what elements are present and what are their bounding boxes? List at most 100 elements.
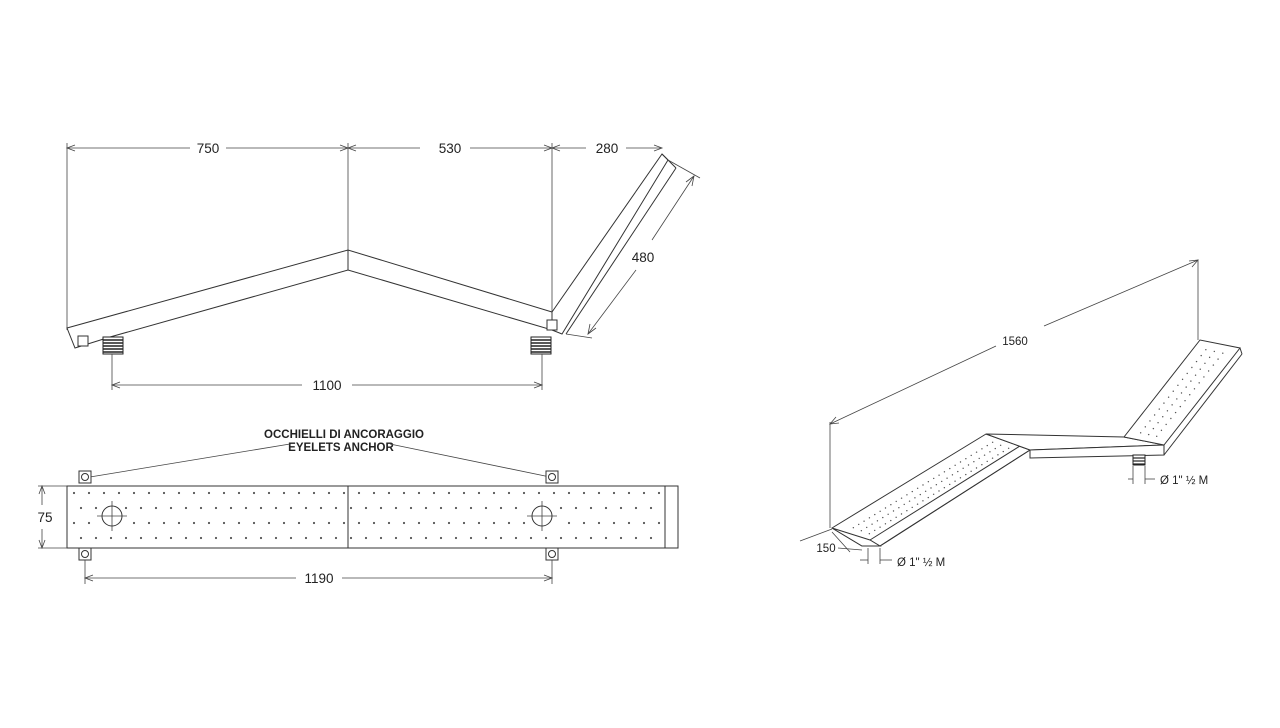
perforation-hole	[124, 506, 128, 510]
iso-perforation-dot	[852, 527, 855, 529]
perforation-hole	[627, 491, 631, 495]
perforation-hole	[649, 536, 653, 540]
iso-perforation-dot	[1172, 390, 1174, 392]
perforation-hole	[462, 521, 466, 525]
perforation-hole	[507, 491, 511, 495]
perforation-hole	[574, 506, 578, 510]
iso-perforation-dot	[895, 516, 897, 518]
perforation-hole	[402, 491, 406, 495]
perforation-hole	[222, 521, 226, 525]
iso-perforation-dot	[1194, 374, 1197, 376]
perforation-hole	[589, 536, 593, 540]
perforation-hole	[544, 536, 548, 540]
perforation-hole	[597, 521, 601, 525]
iso-perforation-dot	[1198, 382, 1200, 384]
leader-line-left	[89, 443, 291, 478]
iso-perforation-dot	[876, 520, 879, 522]
perforation-hole	[627, 521, 631, 525]
iso-perforation-dot	[871, 523, 873, 525]
dimension-530-label: 530	[439, 141, 462, 156]
iso-perforation-dot	[1174, 411, 1177, 414]
perforation-hole	[484, 506, 488, 510]
perforation-hole	[184, 506, 188, 510]
perforation-hole	[169, 536, 173, 540]
iso-perforation-dot	[884, 523, 887, 525]
iso-perforation-dot	[1163, 402, 1165, 404]
perforation-hole	[207, 521, 211, 525]
perforation-hole	[454, 506, 458, 510]
perforation-hole	[109, 536, 113, 540]
perforation-hole	[177, 491, 181, 495]
iso-perforation-dot	[919, 493, 921, 496]
iso-perforation-dot	[965, 473, 967, 476]
perforation-hole	[559, 536, 563, 540]
iso-perforation-dot	[1195, 360, 1198, 363]
iso-right-wing	[1123, 339, 1243, 456]
eyelet-left	[77, 335, 89, 347]
dimension-280-label: 280	[596, 141, 619, 156]
iso-perforation-dot	[908, 500, 911, 502]
iso-perforation-dot	[959, 477, 962, 479]
perforation-hole	[657, 491, 661, 495]
iso-perforation-dot	[994, 447, 996, 450]
perforation-hole	[312, 521, 316, 525]
perforation-hole	[184, 536, 188, 540]
perforation-hole	[372, 521, 376, 525]
fitting-label-right: Ø 1" ½ M	[1160, 475, 1208, 487]
dimension-480-label: 480	[632, 250, 655, 265]
perforation-hole	[387, 521, 391, 525]
eyelet-right	[546, 319, 558, 331]
perforation-hole	[79, 506, 83, 510]
perforation-hole	[87, 491, 91, 495]
perforation-hole	[244, 536, 248, 540]
perforation-hole	[132, 521, 136, 525]
perforation-hole	[357, 521, 361, 525]
iso-perforation-dot	[973, 461, 975, 463]
iso-perforation-dot	[927, 481, 930, 483]
perforation-hole	[462, 491, 466, 495]
dimension-diagonal	[565, 159, 701, 339]
iso-perforation-dot	[1153, 414, 1156, 416]
perforation-hole	[612, 491, 616, 495]
perforation-hole	[319, 536, 323, 540]
perforation-hole	[214, 506, 218, 510]
dimension-1560-label: 1560	[1002, 336, 1028, 348]
iso-perforation-dot	[930, 487, 932, 489]
iso-perforation-dot	[860, 530, 863, 532]
iso-perforation-dot	[938, 490, 940, 492]
perforation-hole	[199, 506, 203, 510]
iso-perforation-dot	[874, 513, 876, 516]
perforation-hole	[147, 491, 151, 495]
perforation-hole	[334, 506, 338, 510]
perforation-hole	[349, 506, 353, 510]
iso-perforation-dot	[986, 444, 988, 447]
perforation-hole	[492, 521, 496, 525]
fitting-right	[530, 336, 552, 355]
iso-perforation-dot	[951, 474, 954, 476]
dimension-overall	[829, 259, 1199, 528]
iso-perforation-dot	[1199, 368, 1201, 370]
iso-perforation-dot	[1156, 435, 1158, 438]
iso-perforation-dot	[1208, 356, 1211, 359]
iso-perforation-dot	[1002, 450, 1004, 453]
iso-perforation-dot	[1179, 405, 1182, 408]
perforation-hole	[357, 491, 361, 495]
perforation-hole	[237, 491, 241, 495]
perforation-hole	[282, 521, 286, 525]
iso-perforation-dot	[900, 513, 903, 515]
iso-perforation-dot	[900, 497, 903, 499]
iso-perforation-dot	[1212, 364, 1215, 366]
perforation-hole	[454, 536, 458, 540]
perforation-hole	[327, 491, 331, 495]
iso-perforation-dot	[962, 467, 964, 469]
perforation-hole	[229, 506, 233, 510]
iso-perforation-dot	[1185, 386, 1187, 388]
dimension-eyelets	[83, 560, 554, 584]
iso-perforation-dot	[1222, 352, 1224, 354]
iso-perforation-dot	[916, 487, 919, 489]
perforation-hole	[537, 491, 541, 495]
perforation-hole	[94, 536, 98, 540]
iso-perforation-dot	[914, 497, 916, 499]
iso-perforation-dot	[1181, 378, 1184, 381]
perforation-hole	[372, 491, 376, 495]
